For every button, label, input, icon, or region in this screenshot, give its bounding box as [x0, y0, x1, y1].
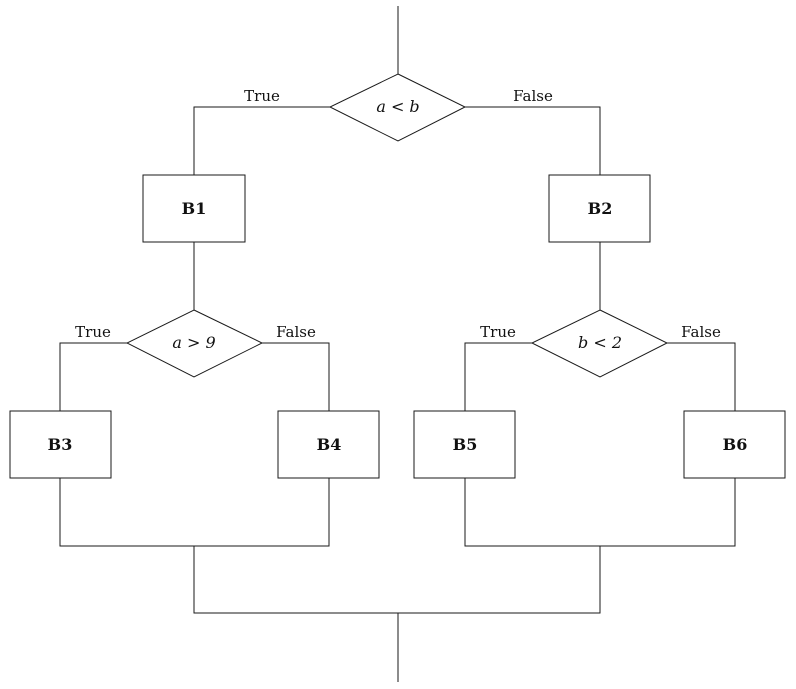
- condition-label: a < b: [376, 97, 419, 116]
- edge-d2-true: [59, 342, 127, 411]
- decision-diamond: [125, 309, 264, 378]
- block-label: B2: [588, 199, 613, 218]
- block-label: B4: [317, 435, 342, 454]
- block-b4: B4: [277, 410, 380, 479]
- block-rect: [9, 410, 112, 479]
- block-b6: B6: [683, 410, 786, 479]
- block-b1: B1: [142, 174, 246, 243]
- decision-a-gt-9: a > 9: [125, 309, 264, 378]
- merge-left-right: [193, 546, 601, 614]
- block-b5: B5: [413, 410, 516, 479]
- condition-label: a > 9: [172, 333, 215, 352]
- block-b2: B2: [548, 174, 651, 243]
- condition-label: b < 2: [578, 333, 622, 352]
- decision-a-lt-b: a < b: [328, 73, 467, 142]
- merge-b3-b4: [59, 478, 330, 547]
- block-rect: [413, 410, 516, 479]
- block-label: B5: [453, 435, 478, 454]
- block-label: B1: [182, 199, 207, 218]
- edge-d1-false: [465, 106, 601, 175]
- d2-false-label: False: [276, 323, 316, 341]
- d3-false-label: False: [681, 323, 721, 341]
- block-rect: [142, 174, 246, 243]
- block-label: B6: [723, 435, 748, 454]
- merge-b5-b6: [464, 478, 736, 547]
- block-rect: [277, 410, 380, 479]
- edge-d3-true: [464, 342, 532, 411]
- decision-diamond: [328, 73, 467, 142]
- decision-b-lt-2: b < 2: [530, 309, 669, 378]
- edge-d2-false: [262, 342, 330, 411]
- block-rect: [683, 410, 786, 479]
- d2-true-label: True: [75, 323, 111, 341]
- d1-false-label: False: [513, 87, 553, 105]
- d3-true-label: True: [480, 323, 516, 341]
- edge-d1-true: [193, 106, 330, 175]
- block-label: B3: [48, 435, 73, 454]
- decision-diamond: [530, 309, 669, 378]
- connectors: [59, 6, 736, 682]
- edge-d3-false: [667, 342, 736, 411]
- block-b3: B3: [9, 410, 112, 479]
- d1-true-label: True: [244, 87, 280, 105]
- block-rect: [548, 174, 651, 243]
